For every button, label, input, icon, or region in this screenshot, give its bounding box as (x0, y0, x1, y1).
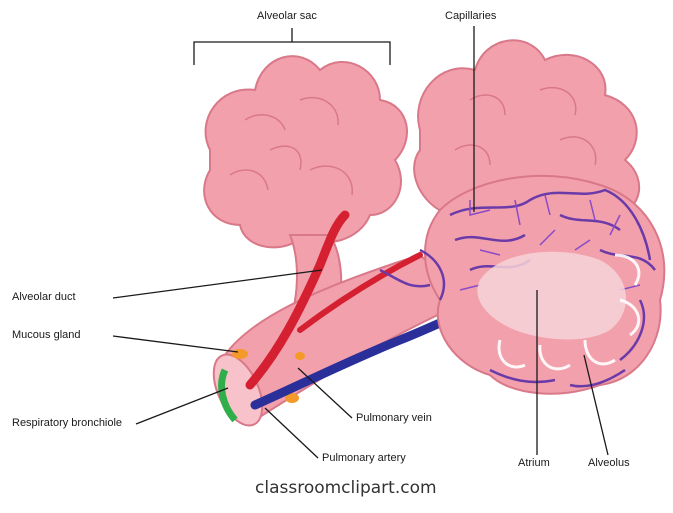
label-atrium: Atrium (518, 457, 550, 469)
mucous-gland-leader (113, 336, 238, 352)
mucous-gland-2 (295, 352, 305, 360)
label-mucous-gland: Mucous gland (12, 329, 81, 341)
alveolar-sac-left (204, 56, 407, 247)
mucous-gland (232, 349, 248, 359)
label-alveolus: Alveolus (588, 457, 630, 469)
respiratory-bronchiole-leader (136, 388, 228, 424)
label-capillaries: Capillaries (445, 10, 496, 22)
watermark-credit: classroomclipart.com (255, 478, 437, 498)
label-pulmonary-artery: Pulmonary artery (322, 452, 406, 464)
label-alveolar-duct: Alveolar duct (12, 291, 76, 303)
alveolar-duct-leader (113, 270, 322, 298)
label-respiratory-bronchiole: Respiratory bronchiole (12, 417, 122, 429)
label-pulmonary-vein: Pulmonary vein (356, 412, 432, 424)
pulmonary-artery-leader (265, 408, 318, 458)
label-alveolar-sac: Alveolar sac (257, 10, 317, 22)
